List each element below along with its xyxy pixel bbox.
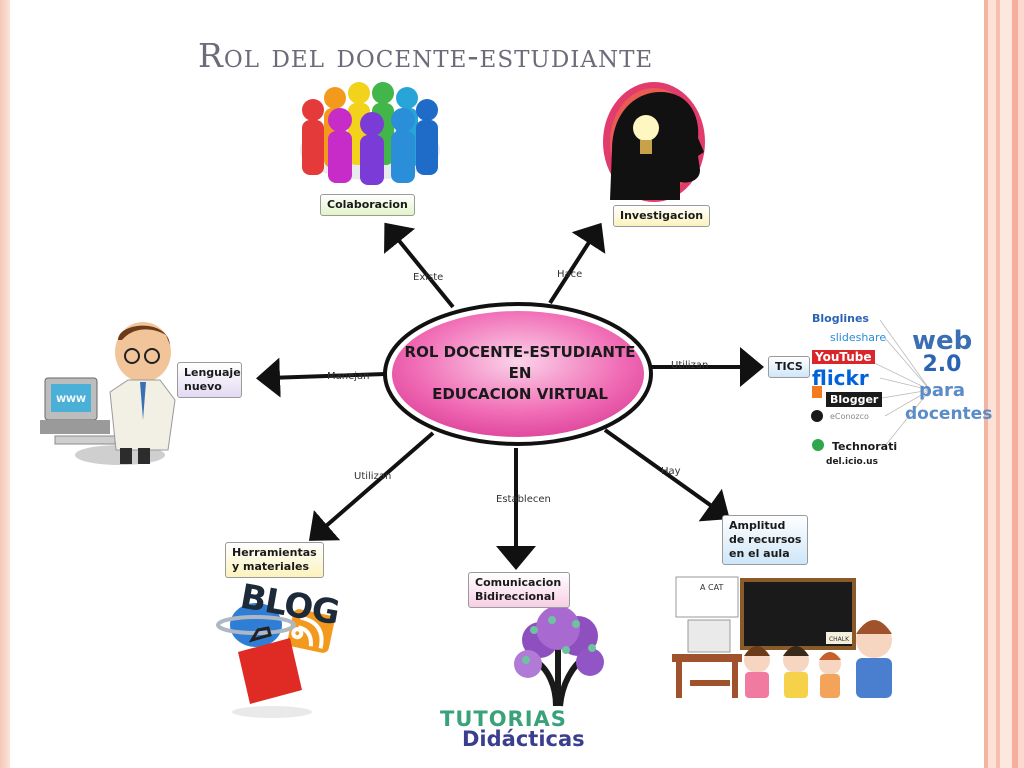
node-herramientas-line-1: Herramientas xyxy=(232,546,317,559)
teacher-computer-icon: WWW xyxy=(40,322,176,465)
connector-manejan xyxy=(256,357,386,398)
node-lenguaje-line-1: Lenguaje xyxy=(184,366,241,379)
logo-blogger: Blogger xyxy=(826,392,883,407)
node-comunicacion-line-2: Bidireccional xyxy=(475,590,556,603)
web20-word-version: 2.0 xyxy=(922,352,962,377)
center-ellipse-fill xyxy=(392,311,644,437)
link-label-existe: Existe xyxy=(413,272,444,283)
node-colaboracion: Colaboracion xyxy=(320,194,415,216)
link-label-manejan: Manejan xyxy=(327,371,370,382)
connector-hay xyxy=(603,428,730,522)
blog-toolbox-icon xyxy=(216,603,335,718)
link-label-utilizan-herramientas: Utilizan xyxy=(354,471,392,482)
computer-screen-text: WWW xyxy=(56,395,86,405)
center-line-3: EDUCACION VIRTUAL xyxy=(432,385,608,403)
node-herramientas: Herramientas y materiales xyxy=(225,542,324,578)
logo-flickr: flickr xyxy=(812,366,869,390)
logo-slideshare: slideshare xyxy=(830,331,887,344)
tutorias-word: TUTORIAS xyxy=(440,707,567,731)
didacticas-word: Didácticas xyxy=(462,727,585,751)
left-edge-decoration xyxy=(0,0,10,768)
head-lightbulb-icon xyxy=(603,82,705,202)
node-lenguaje-nuevo: Lenguaje nuevo xyxy=(177,362,242,398)
web20-word-docentes: docentes xyxy=(905,404,993,424)
right-stripe-decoration xyxy=(978,0,1024,768)
web20-word-para: para xyxy=(918,380,966,401)
classroom-icon: A CAT CHALK xyxy=(672,576,892,698)
node-amplitud-line-3: en el aula xyxy=(729,547,790,560)
logo-youtube: YouTube xyxy=(812,350,875,364)
node-comunicacion: Comunicacion Bidireccional xyxy=(468,572,570,608)
logo-technorati: Technorati xyxy=(832,440,898,453)
node-investigacion: Investigacion xyxy=(613,205,711,227)
web20-logos-icon xyxy=(811,319,931,451)
chalk-label: CHALK xyxy=(829,636,850,643)
node-tics: TICS xyxy=(768,356,810,378)
center-node-label: ROL DOCENTE-ESTUDIANTE EN EDUCACION VIRT… xyxy=(400,342,640,405)
node-amplitud: Amplitud de recursos en el aula xyxy=(722,515,809,565)
logo-delicious: del.icio.us xyxy=(826,457,878,467)
node-lenguaje-line-2: nuevo xyxy=(184,380,222,393)
tree-icon xyxy=(514,606,604,707)
classroom-sign-text: A CAT xyxy=(700,583,723,592)
center-line-1: ROL DOCENTE-ESTUDIANTE xyxy=(404,343,636,361)
link-label-hay: Hay xyxy=(661,466,681,477)
link-label-establecen: Establecen xyxy=(496,494,551,505)
slide-title: Rol del docente-estudiante xyxy=(198,36,654,75)
connector-existe xyxy=(384,222,455,309)
logo-bloglines: Bloglines xyxy=(812,312,869,325)
link-label-utilizan-tics: Utilizan xyxy=(671,360,709,371)
people-circle-icon xyxy=(300,82,440,185)
link-label-hace: Hace xyxy=(557,269,583,280)
node-herramientas-line-2: y materiales xyxy=(232,560,309,573)
connector-utilizan-herramientas xyxy=(308,431,435,541)
node-amplitud-line-1: Amplitud xyxy=(729,519,786,532)
center-line-2: EN xyxy=(508,364,532,382)
connectors xyxy=(256,222,764,570)
node-comunicacion-line-1: Comunicacion xyxy=(475,576,562,589)
web20-word-web: web xyxy=(912,326,973,356)
node-amplitud-line-2: de recursos xyxy=(729,533,802,546)
logo-econozco: eConozco xyxy=(830,412,869,421)
child-figures xyxy=(744,620,892,698)
connector-hace xyxy=(548,222,606,305)
